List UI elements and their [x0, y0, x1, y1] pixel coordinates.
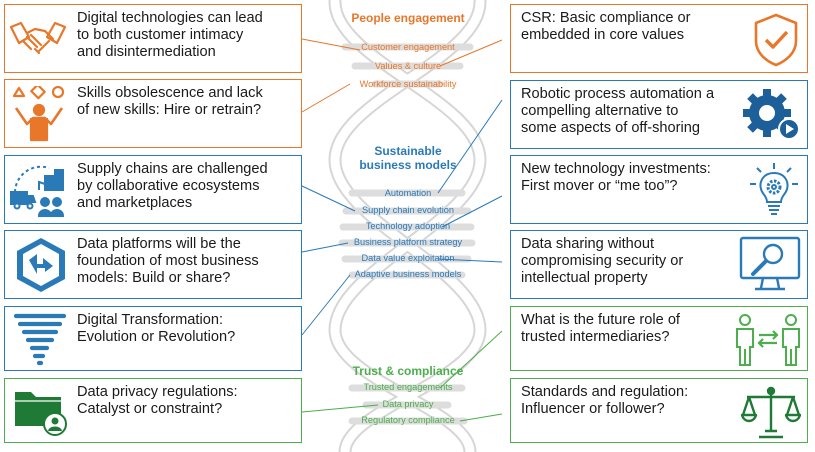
box-text: Digital technologies can lead to both cu… — [77, 10, 263, 60]
helix-label-business-platform-strategy: Business platform strategy — [353, 237, 463, 247]
box-skills-obsolescence: Skills obsolescence and lack of new skil… — [4, 79, 302, 148]
lightbulb-gear-icon — [747, 162, 801, 220]
box-trusted-intermediaries: What is the future role of trusted inter… — [510, 306, 808, 371]
helix-label-technology-adoption: Technology adoption — [365, 221, 451, 231]
helix-label-trusted-engagements: Trusted engagements — [363, 382, 453, 392]
box-text: Skills obsolescence and lack of new skil… — [77, 85, 263, 118]
helix-label-workforce-sustainability: Workforce sustainability — [359, 79, 457, 89]
box-text: New technology investments: First mover … — [521, 161, 711, 194]
box-customer-intimacy: Digital technologies can lead to both cu… — [4, 4, 302, 73]
box-text: Data privacy regulations: Catalyst or co… — [77, 384, 238, 417]
box-text: Digital Transformation: Evolution or Rev… — [77, 312, 236, 345]
helix-label-data-value-exploitation: Data value exploitation — [361, 253, 455, 263]
helix-label-automation: Automation — [384, 188, 432, 198]
trust-compliance-heading: Trust & compliance — [352, 364, 464, 378]
box-new-technology-investments: New technology investments: First mover … — [510, 155, 808, 224]
box-digital-transformation: Digital Transformation: Evolution or Rev… — [4, 306, 302, 371]
people-engagement-heading: People engagement — [351, 11, 465, 25]
box-text: Data platforms will be the foundation of… — [77, 236, 259, 286]
juggling-person-icon — [13, 86, 65, 142]
shield-check-icon — [753, 13, 799, 67]
supply-chain-icon — [9, 162, 71, 218]
sustainable-business-models-heading: Sustainable business models — [359, 144, 457, 172]
box-text: Data sharing without compromising securi… — [521, 236, 684, 286]
tornado-icon — [13, 311, 67, 367]
helix-label-customer-engagement: Customer engagement — [361, 42, 455, 52]
box-csr: CSR: Basic compliance or embedded in cor… — [510, 4, 808, 73]
folder-user-icon — [13, 388, 69, 436]
box-robotic-process-automation: Robotic process automation a compelling … — [510, 80, 808, 149]
data-platform-cube-icon — [15, 236, 67, 294]
box-data-platforms: Data platforms will be the foundation of… — [4, 230, 302, 299]
helix-label-values-culture: Values & culture — [374, 61, 442, 71]
box-supply-chains: Supply chains are challenged by collabor… — [4, 155, 302, 224]
scales-icon — [741, 385, 801, 439]
helix-label-adaptive-business-models: Adaptive business models — [354, 269, 462, 279]
box-text: CSR: Basic compliance or embedded in cor… — [521, 10, 691, 43]
helix-label-regulatory-compliance: Regulatory compliance — [361, 415, 455, 425]
box-data-sharing: Data sharing without compromising securi… — [510, 230, 808, 299]
monitor-magnifier-icon — [739, 236, 801, 294]
gear-play-icon — [739, 85, 803, 145]
box-text: Supply chains are challenged by collabor… — [77, 161, 268, 211]
handshake-icon — [9, 19, 67, 61]
box-text: Standards and regulation: Influencer or … — [521, 384, 689, 417]
helix-label-data-privacy: Data privacy — [382, 399, 434, 409]
box-text: What is the future role of trusted inter… — [521, 312, 680, 345]
box-standards-regulation: Standards and regulation: Influencer or … — [510, 378, 808, 443]
box-text: Robotic process automation a compelling … — [521, 86, 715, 136]
helix-label-supply-chain-evolution: Supply chain evolution — [362, 205, 454, 215]
box-data-privacy: Data privacy regulations: Catalyst or co… — [4, 378, 302, 443]
people-exchange-icon — [735, 313, 801, 367]
